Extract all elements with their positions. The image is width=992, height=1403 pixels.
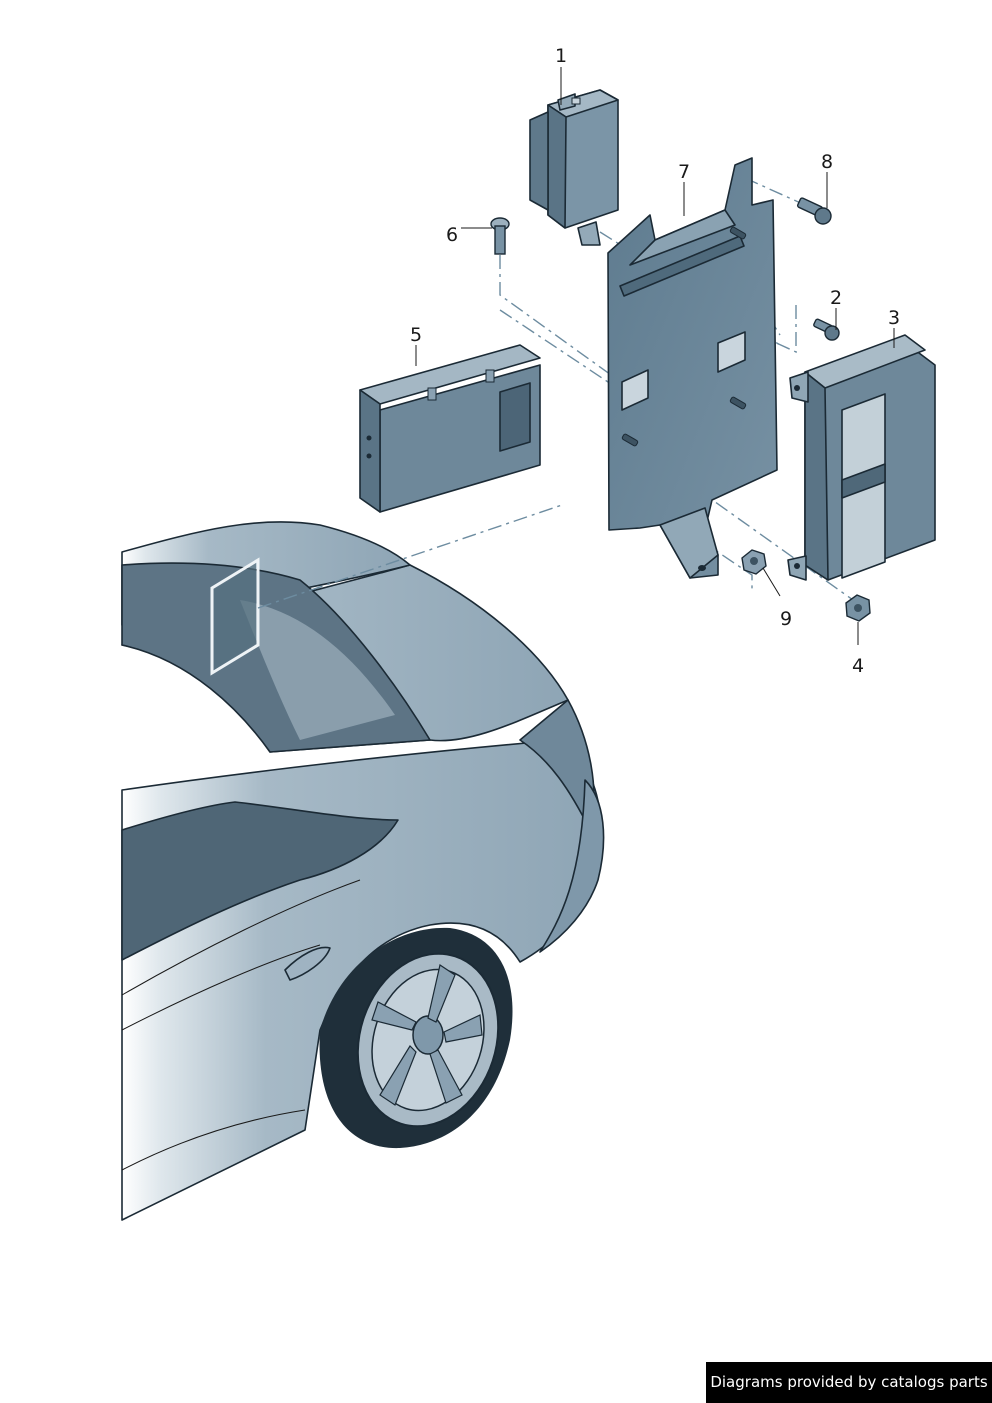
car-door-handle [284,946,331,981]
callout-9: 9 [780,608,792,630]
callout-5: 5 [410,324,422,346]
callout-labels: 1 2 3 4 5 6 7 8 9 [410,45,900,677]
callout-6: 6 [446,224,458,246]
nut-4 [845,594,871,622]
nut-9 [741,549,767,575]
callout-1: 1 [555,45,567,67]
stud-bolt [621,226,747,447]
callout-7: 7 [678,161,690,183]
mounting-location-marker [210,557,260,676]
vehicle-rear-illustration [121,521,605,1221]
car-wheel [356,952,500,1128]
control-unit-box [359,344,541,513]
bolt-8 [796,197,832,225]
control-module-small [529,89,619,246]
bolt-2 [813,318,840,341]
car-rear-window-glare [240,600,395,740]
bracket-cutout [717,331,746,373]
car-rear-bumper [539,779,605,953]
mounting-bracket-plate [607,157,778,579]
bracket-cutout [621,369,649,411]
callout-3: 3 [888,307,900,329]
callout-8: 8 [821,151,833,173]
screw-6 [490,217,510,255]
attribution-banner: Diagrams provided by catalogs parts [706,1362,992,1403]
callout-4: 4 [852,655,864,677]
control-module-large [787,334,936,581]
callout-2: 2 [830,287,842,309]
car-side-window [121,801,399,961]
